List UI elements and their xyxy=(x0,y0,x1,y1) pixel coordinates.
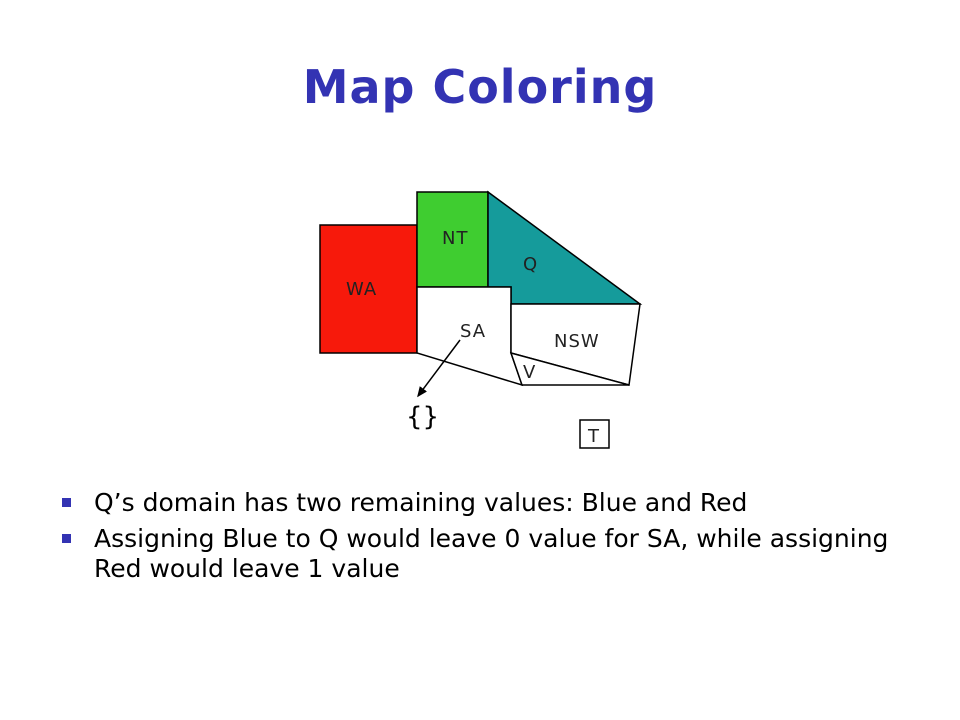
australia-map-diagram: WA NT Q SA NSW V T {} xyxy=(319,190,643,449)
slide-title: Map Coloring xyxy=(302,60,658,114)
sa-domain-empty-set: {} xyxy=(406,402,439,432)
label-t: T xyxy=(587,426,600,447)
bullet-text: Assigning Blue to Q would leave 0 value … xyxy=(94,524,889,583)
bullet-square-icon xyxy=(62,534,71,543)
bullet-square-icon xyxy=(62,498,71,507)
region-nt xyxy=(416,191,489,288)
region-v xyxy=(509,351,630,386)
bullet-text: Q’s domain has two remaining values: Blu… xyxy=(94,488,748,517)
label-wa: WA xyxy=(346,279,377,300)
label-v: V xyxy=(523,362,536,383)
bullet-item: Q’s domain has two remaining values: Blu… xyxy=(62,488,922,518)
bullet-item: Assigning Blue to Q would leave 0 value … xyxy=(62,524,922,584)
label-sa: SA xyxy=(460,321,486,342)
sa-domain-arrow xyxy=(417,339,461,398)
label-q: Q xyxy=(523,254,538,275)
region-wa xyxy=(319,224,418,354)
bullet-list: Q’s domain has two remaining values: Blu… xyxy=(62,488,922,590)
label-nsw: NSW xyxy=(554,331,600,352)
region-t xyxy=(579,419,610,449)
label-nt: NT xyxy=(442,228,468,249)
